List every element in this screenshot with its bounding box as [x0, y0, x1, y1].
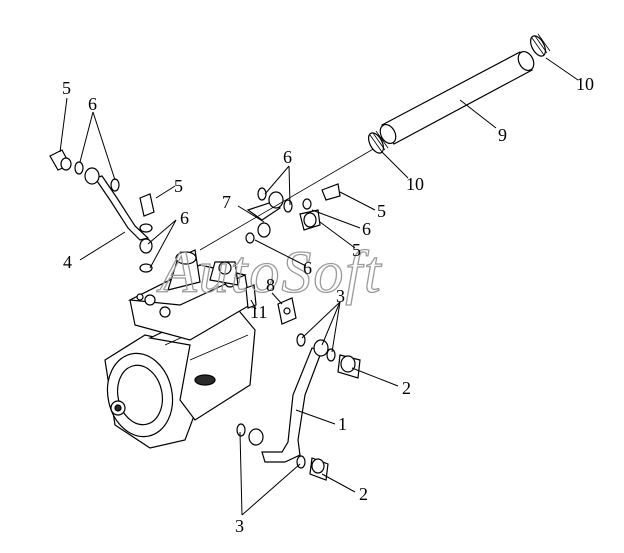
- bracket-8: [277, 297, 297, 325]
- callout-numbers: 5 6 4 5 6 7 6 5 6 5 6 8 11 3 2 1 3 2 9 1…: [62, 74, 594, 536]
- callout-3: 3: [336, 286, 345, 306]
- pipe-4-fittings: [49, 149, 155, 273]
- callout-6: 6: [303, 258, 312, 278]
- callout-5: 5: [352, 240, 361, 260]
- watermark-text: AutoSoft: [156, 239, 383, 305]
- hose-clamp-10-upper: [530, 33, 551, 57]
- bolt-11: [245, 284, 257, 309]
- callout-10: 10: [406, 174, 424, 194]
- callout-1: 1: [338, 414, 347, 434]
- callout-6: 6: [180, 208, 189, 228]
- leader-lines: [59, 57, 579, 516]
- air-pipe-7: [245, 183, 341, 244]
- callout-2: 2: [402, 378, 411, 398]
- delivery-hose-9: [379, 50, 535, 145]
- callout-5: 5: [62, 78, 71, 98]
- callout-4: 4: [63, 252, 72, 272]
- compressor-assembly: [104, 249, 256, 449]
- callout-11: 11: [250, 302, 267, 322]
- callout-7: 7: [222, 192, 231, 212]
- callout-10: 10: [576, 74, 594, 94]
- callout-5: 5: [174, 176, 183, 196]
- callout-3: 3: [235, 516, 244, 536]
- callout-6: 6: [88, 94, 97, 114]
- callout-6: 6: [362, 219, 371, 239]
- hose-clamp-10-lower: [368, 130, 389, 154]
- callout-2: 2: [359, 484, 368, 504]
- coolant-pipe-1: [261, 347, 323, 463]
- oil-pipe-4: [94, 175, 150, 241]
- callout-5: 5: [377, 201, 386, 221]
- callout-9: 9: [498, 125, 507, 145]
- callout-6: 6: [283, 147, 292, 167]
- callout-8: 8: [266, 275, 275, 295]
